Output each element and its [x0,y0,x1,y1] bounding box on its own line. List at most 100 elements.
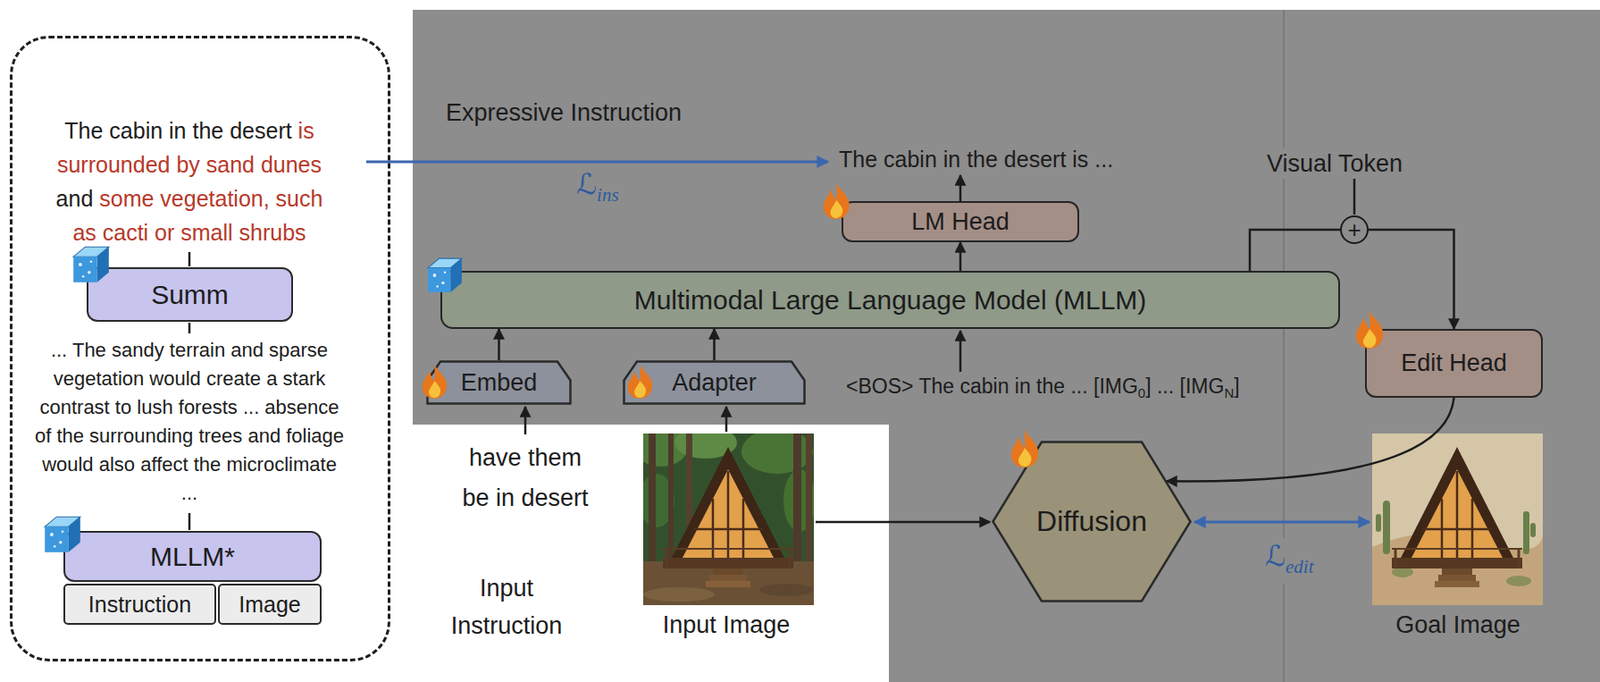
dashed-group: The cabin in the desert is surrounded by… [9,35,391,662]
edit-head-box: Edit Head [1365,328,1543,398]
goal-image [1372,433,1543,605]
trainable-flame-icon [628,364,653,399]
ice-sparkle [441,281,444,285]
sum-circle-label: + [1347,216,1361,244]
layout-arrows [725,406,729,432]
summarizer-box: Summ [86,267,294,322]
ice-sparkle [78,262,83,267]
instruction-phrase: and [56,185,94,211]
flame-inner [1018,447,1032,467]
loss-label-part: ℒ [1264,538,1286,573]
input-image [668,433,674,568]
input-image [643,586,715,602]
goal-image [1530,522,1536,537]
image-box-label: Image [238,591,301,618]
instruction-box: Instruction [63,583,217,625]
image-box: Image [217,583,322,625]
input-image [793,433,802,568]
trainable-flame-icon [1011,429,1039,468]
instruction-box-label: Instruction [88,591,192,618]
instruction-phrase: The cabin in the desert [64,117,292,143]
caption-label: Goal Image [1368,607,1548,642]
adapter-layer-label: Adapter [671,368,757,397]
connector-arrow [1249,229,1341,271]
layout-arrows [188,322,192,334]
generated-text-part: The cabin in the desert is ... [838,146,1114,172]
goal-image [1523,510,1530,554]
input-instruction-text-part: have them be in desert [461,443,588,511]
layout-arrows [188,251,192,267]
visual-token-label: Visual Token [1263,148,1407,179]
expressive-instruction-text: The cabin in the desert is surrounded by… [41,113,337,250]
gray-overlay [412,9,1600,682]
ice-side [450,258,462,293]
ice-sparkle [58,540,63,545]
summarizer-box-label: Summ [150,279,229,310]
token-sequence-part: <BOS> The cabin in the ... [IMG [846,374,1139,398]
layout-arrows [959,175,963,202]
loss-label-part: edit [1285,555,1315,578]
ice-sparkle [443,271,447,275]
visual-token-label-part: Visual Token [1266,150,1403,177]
flame-inner [428,380,441,398]
lm-head-box-label: LM Head [911,208,1010,236]
ice-front [427,268,451,293]
instruction-phrase: some vegetation, such as cacti or small … [72,185,323,245]
flame-inner [830,200,844,218]
input-image [648,433,656,568]
section-heading: Expressive Instruction [445,96,682,129]
caption-label: Input Image [636,607,816,642]
trainable-flame-icon [1356,310,1383,349]
embed-layer-label: Embed [460,368,538,397]
reasoning-text: ... The sandy terrain and sparse vegetat… [33,335,346,508]
input-image [662,446,794,587]
ice-sparkle [90,259,93,263]
input-instruction-text: have them be in desert [455,437,595,519]
input-image [759,583,813,596]
mllm-box: Multimodal Large Language Model (MLLM) [440,270,1341,329]
layout-arrows [188,512,192,530]
ice-sparkle [82,275,85,278]
ice-sparkle [61,529,65,533]
mllm-star-box-label: MLLM* [150,541,235,572]
flame-outer [628,364,653,399]
diffusion-hexagon-label: Diffusion [1036,504,1148,538]
layout-arrows [1353,178,1357,215]
layout-arrows [959,330,963,372]
token-sequence-part: ] ... [IMG [1145,374,1224,398]
input-image [805,433,813,568]
loss-label: ℒins [576,166,620,213]
ice-front [73,256,97,283]
layout-arrows [815,520,990,524]
loss-label: ℒedit [1261,537,1318,585]
edit-head-box-label: Edit Head [1400,349,1508,377]
ice-side [68,516,81,553]
lm-head-box: LM Head [841,201,1080,243]
caption-label-part: Goal Image [1395,611,1521,638]
token-sequence-part: N [1223,385,1234,401]
mllm-box-label: Multimodal Large Language Model (MLLM) [634,284,1148,316]
generated-text: The cabin in the desert is ... [838,145,1114,173]
layout-arrows [366,160,829,164]
embed-layer: Embed [426,360,572,405]
caption-label-part: Input Instruction [451,574,563,639]
token-sequence: <BOS> The cabin in the ... [IMG0] ... [I… [842,372,1244,407]
layer-outline [427,361,571,404]
diffusion-hexagon: Diffusion [991,440,1192,603]
layer-outline [624,361,805,404]
trainable-flame-icon [823,183,850,219]
caption-label: Input Instruction [439,569,574,645]
flame-outer [1356,310,1383,349]
flame-inner [634,380,646,398]
reasoning-paragraph: ... The sandy terrain and sparse vegetat… [34,338,344,504]
frozen-ice-icon [73,246,109,283]
ice-side [97,246,109,283]
flame-outer [1011,429,1039,468]
caption-label-part: Input Image [662,611,791,638]
frozen-ice-icon [44,516,81,553]
sum-circle: + [1340,215,1369,244]
input-image [741,433,813,474]
section-heading-part: Expressive Instruction [445,99,682,126]
goal-image [1372,433,1543,605]
